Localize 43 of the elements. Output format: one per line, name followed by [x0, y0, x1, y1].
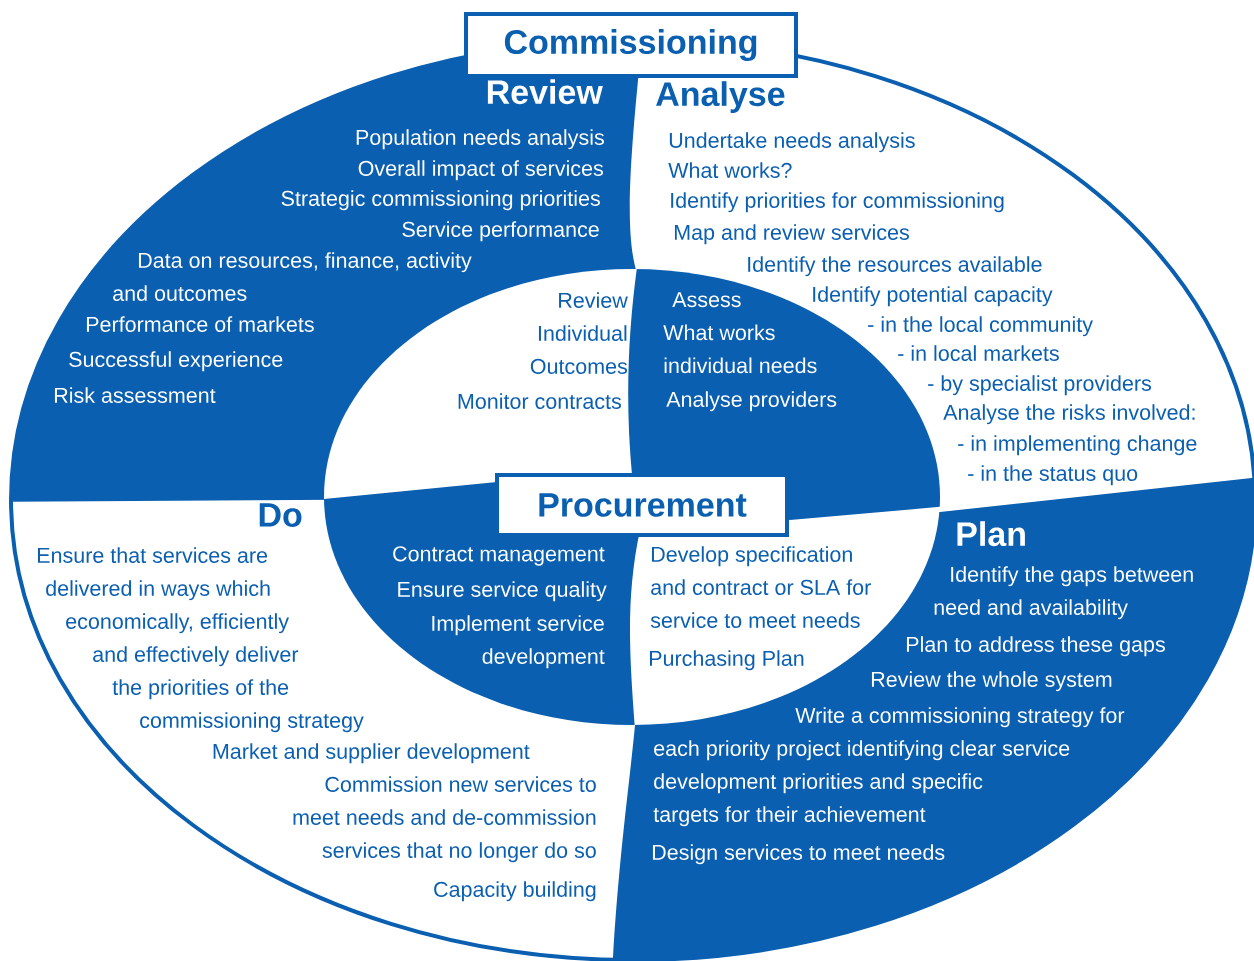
list-item: Review Individual Outcomes — [530, 292, 628, 374]
list-item: Data on resources, finance, activity and outcomes — [113, 252, 472, 301]
list-item: Analyse providers — [666, 391, 837, 412]
list-item: Identify priorities for commissioning — [671, 192, 1004, 213]
list-item: Ensure that services are delivered in ways which economically, efficiently and effectively deliver the priorities of the commissioning strategy — [37, 547, 364, 733]
list-item: Capacity building — [434, 881, 596, 902]
list-item: Purchasing Plan — [649, 650, 804, 671]
list-item: Service performance — [402, 221, 599, 242]
list-item: Plan to address these gaps — [906, 636, 1165, 657]
list-item: Performance of markets — [86, 316, 314, 332]
list-item: - in the status quo — [968, 465, 1138, 486]
list-item: Overall impact of services — [358, 160, 603, 181]
list-item: Map and review services — [674, 224, 909, 245]
list-item: - by specialist providers — [928, 375, 1151, 396]
list-item: Review the whole system — [871, 671, 1112, 692]
list-item: Population needs analysis — [356, 129, 604, 150]
title-box: Procurement — [495, 473, 789, 537]
section-heading: Plan — [957, 521, 1025, 547]
list-item: Identify the gaps between need and availability — [934, 566, 1193, 620]
section-heading: Analyse — [656, 81, 785, 113]
list-item: Write a commissioning strategy for each priority project identifying clear service development priorities and specific targets for their achievement — [653, 707, 1125, 827]
list-item: Market and supplier development — [213, 743, 530, 764]
list-item: Risk assessment — [54, 387, 216, 403]
list-item: Undertake needs analysis — [669, 132, 915, 153]
list-item: Monitor contracts — [458, 393, 621, 409]
list-item: What works? — [668, 162, 792, 178]
list-item: Ensure service quality — [398, 581, 607, 602]
list-item: Implement service development — [432, 615, 605, 669]
list-item: Develop specification and contract or SLA for service to meet needs — [650, 546, 871, 628]
title-box: Commissioning — [464, 12, 798, 78]
list-item: Contract management — [393, 546, 605, 566]
list-item: Commission new services to meet needs and de-commission services that no longer do so — [293, 776, 596, 863]
list-item: Identify potential capacity — [813, 286, 1053, 307]
list-item: - in local markets — [898, 345, 1059, 361]
list-item: - in implementing change — [958, 435, 1197, 456]
section-heading: Review — [487, 79, 603, 105]
list-item: - in the local community — [868, 316, 1093, 337]
list-item: Strategic commissioning priorities — [281, 190, 600, 211]
list-item: Successful experience — [69, 351, 283, 372]
section-heading: Do — [259, 503, 302, 527]
list-item: Analyse the risks involved: — [943, 404, 1195, 425]
list-item: Identify the resources available — [748, 256, 1042, 277]
list-item: Design services to meet needs — [652, 844, 945, 865]
